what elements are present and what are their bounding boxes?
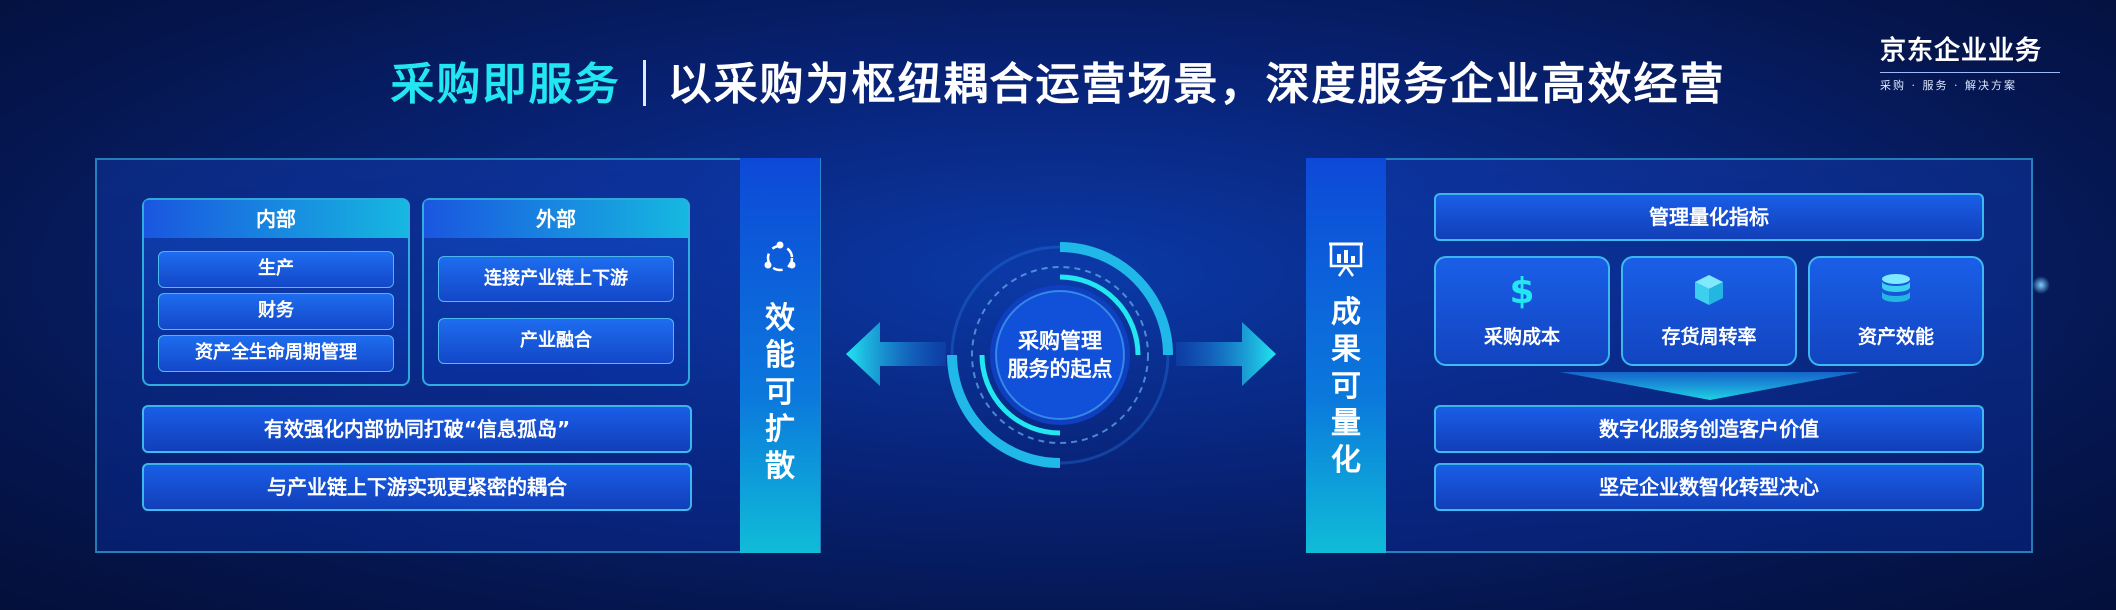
- external-item: 连接产业链上下游: [438, 256, 674, 302]
- funnel-glow: [1560, 372, 1860, 400]
- brand-logo: 京东企业业务 采购 · 服务 · 解决方案: [1880, 30, 2060, 93]
- side-char: 扩: [765, 412, 795, 447]
- right-side-bar: [1306, 158, 1386, 553]
- database-icon: [1882, 274, 1910, 302]
- internal-item: 资产全生命周期管理: [158, 335, 394, 372]
- internal-item: 生产: [158, 251, 394, 288]
- left-arrow-icon: [846, 322, 946, 386]
- side-char: 成: [1331, 295, 1361, 330]
- box-icon: [1695, 275, 1723, 305]
- side-char: 能: [765, 338, 795, 373]
- metric-label: 资产效能: [1857, 326, 1934, 348]
- right-bar: 坚定企业数智化转型决心: [1434, 463, 1984, 511]
- right-arrow-icon: [1176, 322, 1276, 386]
- logo-name: 京东企业业务: [1880, 36, 2043, 66]
- metric-card: 资产效能: [1808, 256, 1984, 366]
- external-header: 外部: [424, 200, 688, 238]
- side-char: 效: [765, 301, 795, 336]
- share-cycle-icon: [764, 241, 796, 272]
- metric-label: 采购成本: [1483, 326, 1560, 348]
- title-text: 以采购为枢纽耦合运营场景，深度服务企业高效经营: [667, 59, 1726, 110]
- center-ring-graphic: [947, 242, 1173, 468]
- metric-label: 存货周转率: [1661, 326, 1757, 348]
- left-side-bar: [740, 158, 820, 553]
- left-bar: 与产业链上下游实现更紧密的耦合: [142, 463, 692, 511]
- side-char: 化: [1331, 443, 1361, 478]
- side-char: 散: [765, 449, 795, 484]
- metric-card: 存货周转率: [1621, 256, 1797, 366]
- side-char: 可: [765, 375, 795, 410]
- dollar-icon: $: [1509, 271, 1535, 312]
- right-bar: 数字化服务创造客户价值: [1434, 405, 1984, 453]
- right-side-label: 成 果 可 量 化: [1326, 294, 1366, 479]
- metrics-header: 管理量化指标: [1434, 193, 1984, 241]
- external-item: 产业融合: [438, 318, 674, 364]
- internal-header: 内部: [144, 200, 408, 238]
- title-highlight: 采购即服务: [390, 59, 621, 110]
- left-side-label: 效 能 可 扩 散: [760, 300, 800, 485]
- metric-card: $ 采购成本: [1434, 256, 1610, 366]
- title-divider: [642, 60, 646, 106]
- center-line2: 服务的起点: [1007, 357, 1113, 381]
- center-line1: 采购管理: [1018, 329, 1102, 353]
- side-char: 可: [1331, 369, 1361, 404]
- presentation-chart-icon: [1329, 242, 1363, 277]
- side-char: 量: [1331, 406, 1361, 441]
- logo-divider: [1880, 72, 2060, 73]
- internal-item: 财务: [158, 293, 394, 330]
- left-bar: 有效强化内部协同打破“信息孤岛”: [142, 405, 692, 453]
- logo-tagline: 采购 · 服务 · 解决方案: [1880, 79, 2017, 92]
- side-char: 果: [1331, 332, 1361, 367]
- sparkle-decoration: [2032, 276, 2050, 294]
- page-title: 采购即服务以采购为枢纽耦合运营场景，深度服务企业高效经营: [0, 48, 2116, 112]
- center-label: 采购管理 服务的起点: [990, 327, 1130, 383]
